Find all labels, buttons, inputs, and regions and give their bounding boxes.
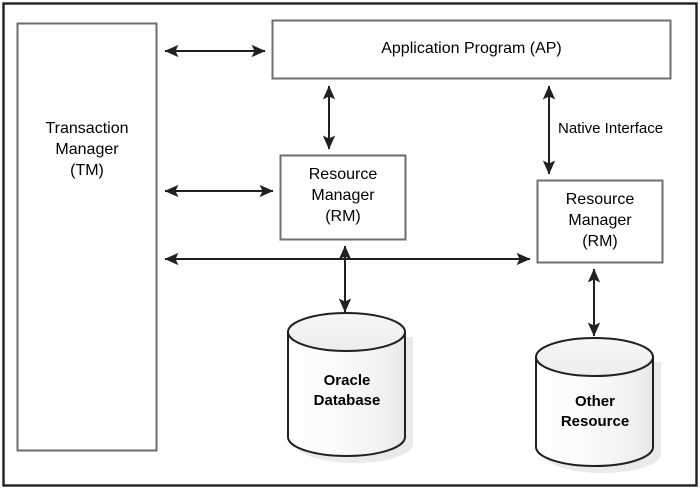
other-resource-cylinder [535, 337, 661, 473]
resource-manager-right-box [536, 179, 664, 264]
oracle-database-cylinder [287, 312, 413, 463]
transaction-manager-box [16, 22, 158, 452]
application-program-box [271, 19, 672, 80]
resource-manager-left-box [279, 154, 407, 241]
